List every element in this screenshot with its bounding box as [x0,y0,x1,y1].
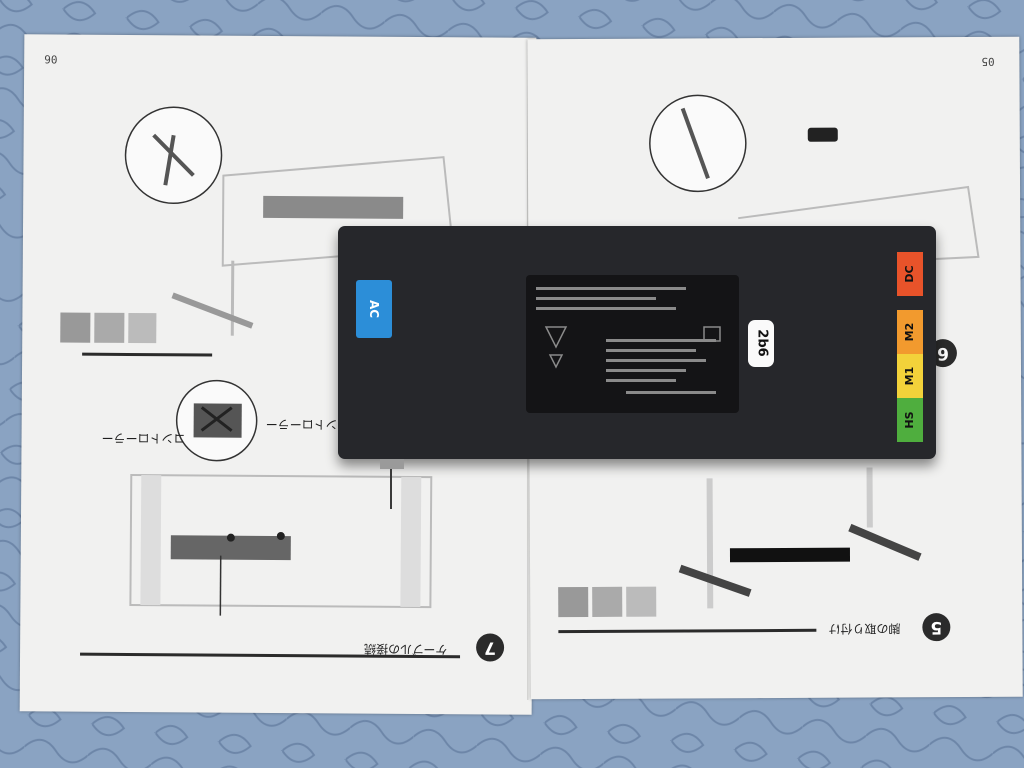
dc-port-label: DC [903,265,916,283]
step-7-badge: 7 [476,633,505,662]
hs-port-label: HS [903,411,916,429]
ac-port: AC [356,280,392,338]
label-print [536,287,721,394]
cable-connection-illustration [129,473,433,616]
handwritten-sticker: 2b6 [748,320,774,367]
step-5-tool-icons [558,586,657,618]
manual-right-page: 05 6 5 脚の取り付け [527,36,1023,700]
step-7-title: ケーブルの接続 [364,641,448,657]
right-page-number: 05 [981,54,995,68]
m1-port: M1 [897,354,923,398]
controller-detail-illustration [175,379,258,462]
cable [390,469,392,509]
m2-port: M2 [897,310,923,354]
left-page-number: 06 [44,52,58,66]
dc-port: DC [897,252,923,296]
ac-port-label: AC [367,299,381,319]
step-5-title: 脚の取り付け [828,621,901,636]
leg-mount-illustration [678,467,922,609]
m2-port-label: M2 [903,322,916,342]
tool-icons [60,312,157,344]
hs-port: HS [897,398,923,442]
sticker-text: 2b6 [754,329,770,357]
step-6-rule [82,352,213,357]
product-info-label [526,275,739,413]
m1-port-label: M1 [903,366,916,386]
cable-clip [380,459,404,469]
step-5-rule [558,628,817,634]
desk-control-box: AC 2b6 DC M2 M1 HS [338,226,936,459]
step-5-badge: 5 [922,613,951,642]
panel-label-2: コントローラー [101,430,186,446]
